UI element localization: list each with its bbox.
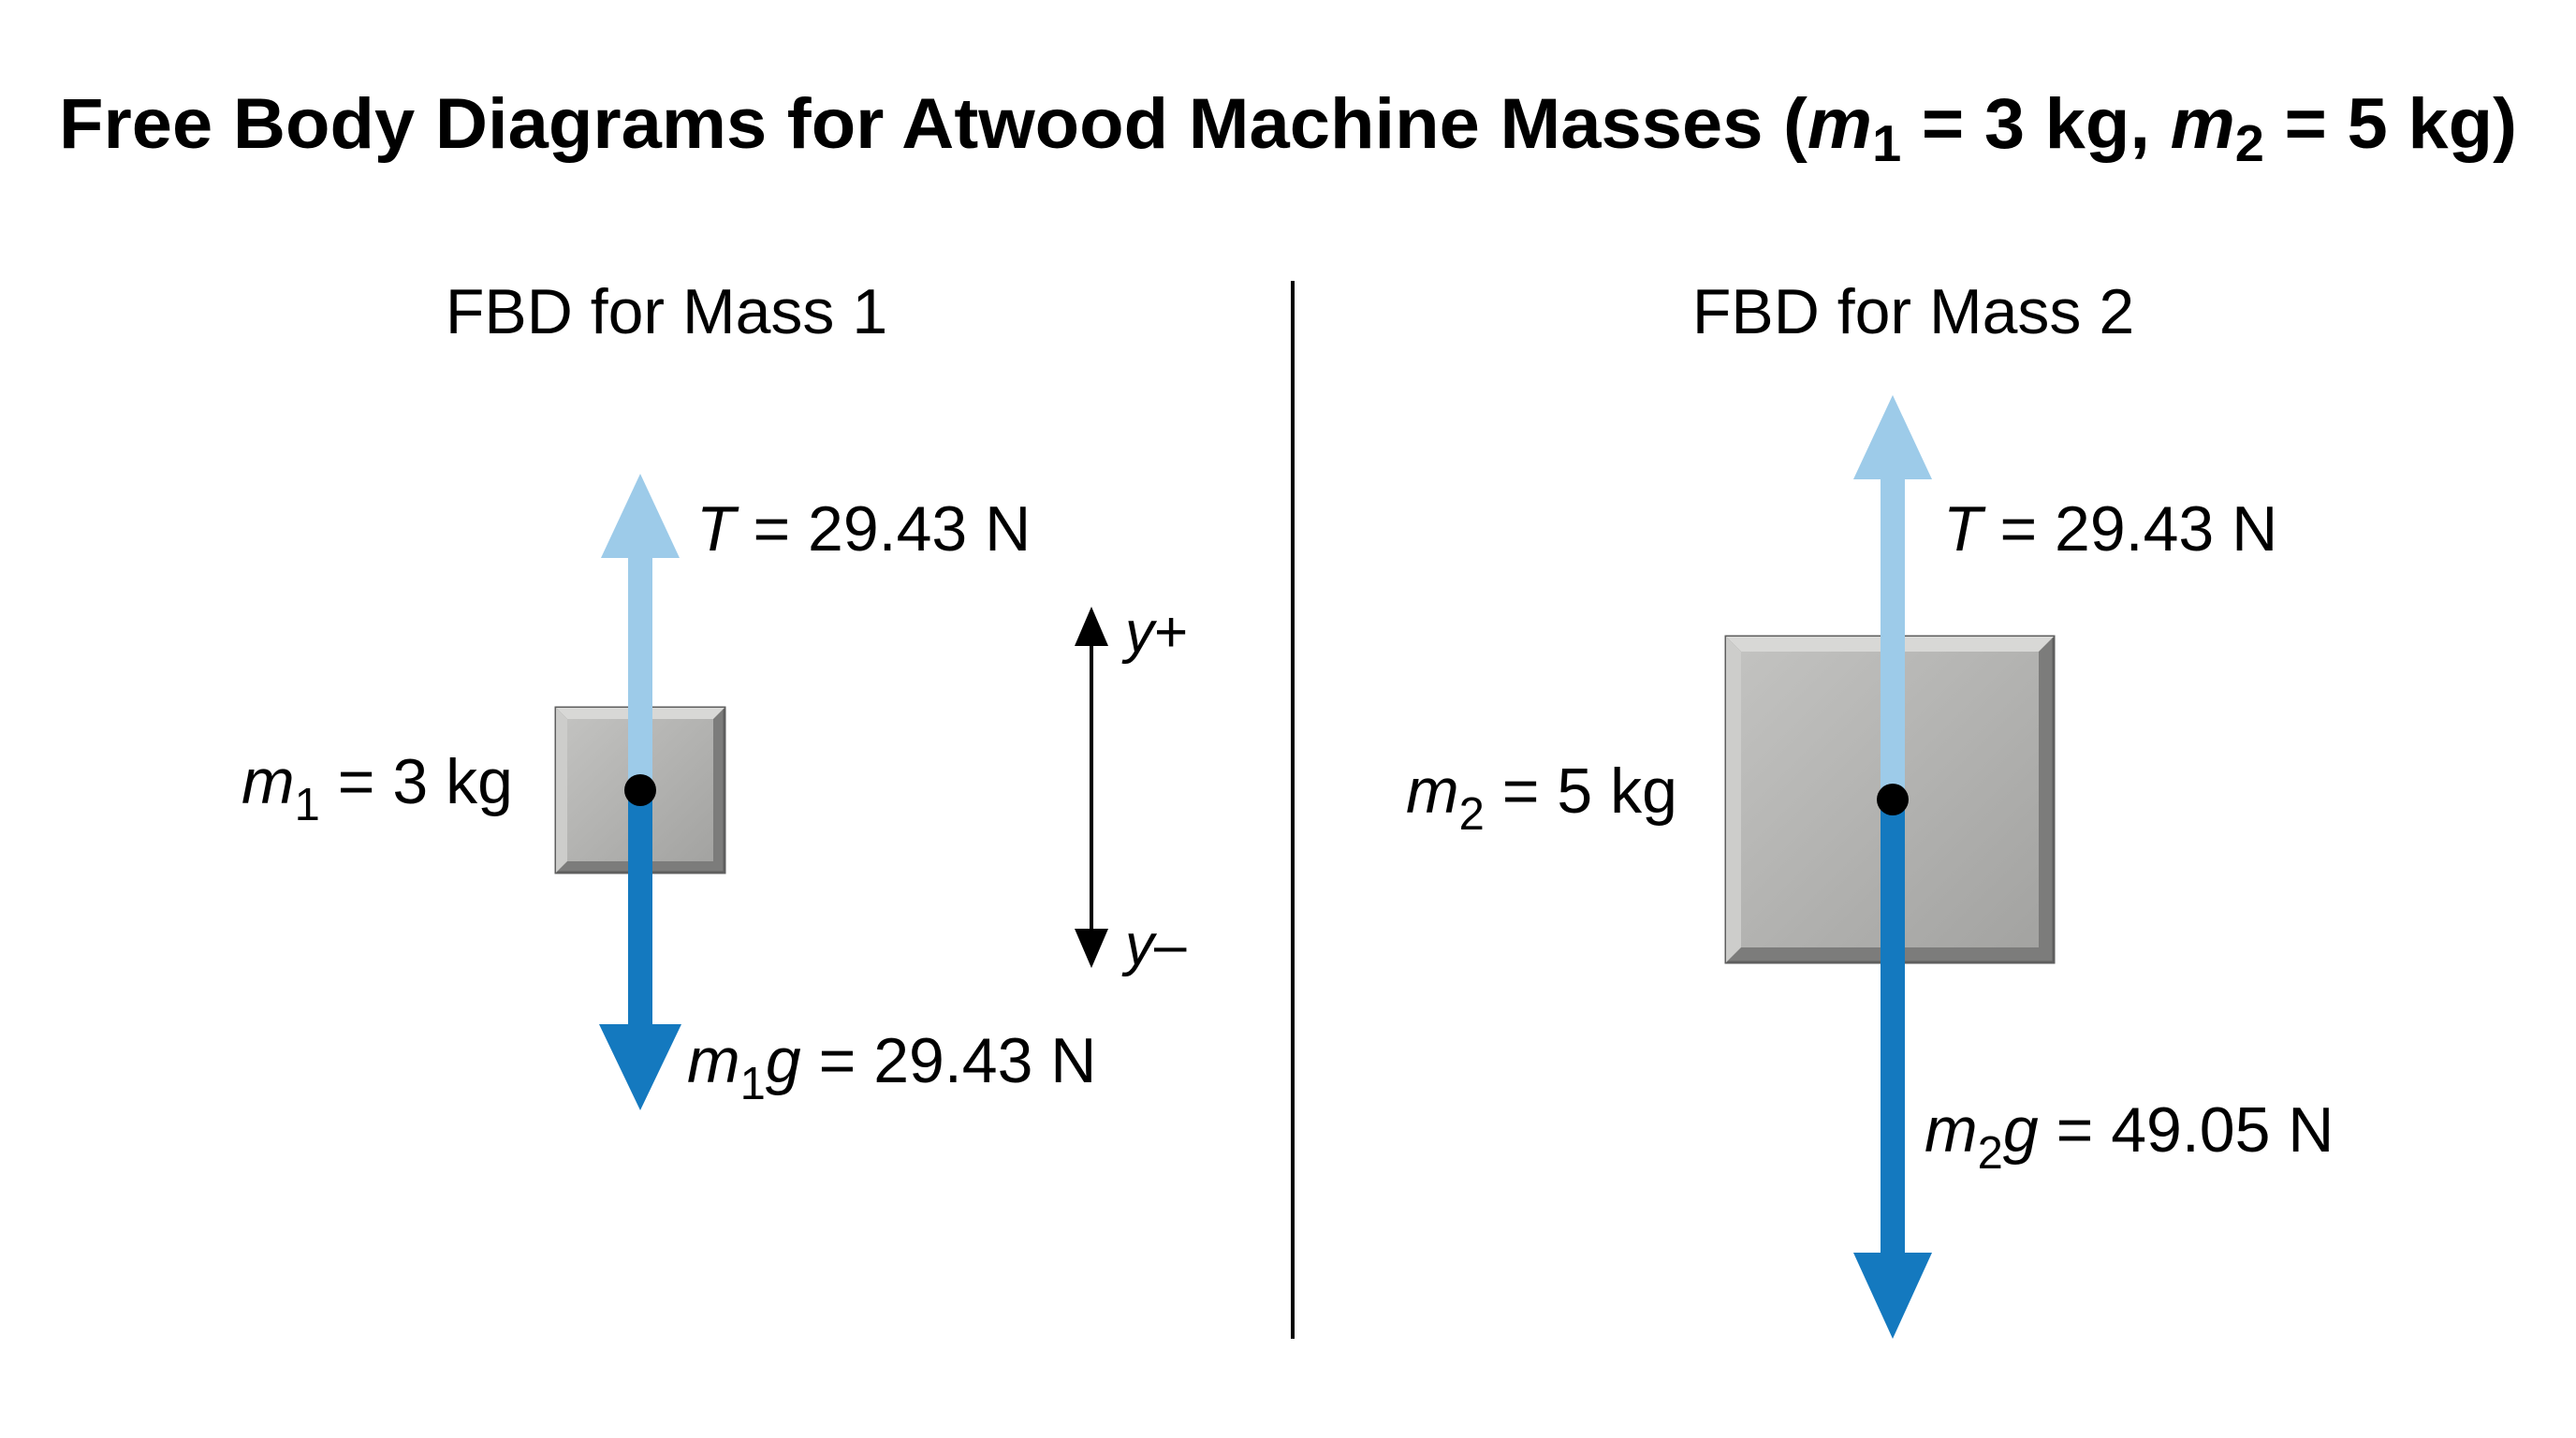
tension-arrow-2	[1853, 395, 1932, 800]
diagram-title: Free Body Diagrams for Atwood Machine Ma…	[59, 84, 2517, 172]
weight-arrow-1	[599, 788, 681, 1110]
center-of-mass-dot-2	[1877, 784, 1909, 815]
panel-mass-2: FBD for Mass 2 m2 = 5 kg T = 29.43 N	[1406, 276, 2334, 1339]
y-minus-label: y–	[1121, 913, 1187, 977]
weight-arrow-2	[1853, 800, 1932, 1339]
weight-1-label: m1g = 29.43 N	[687, 1025, 1096, 1109]
mass-1-label: m1 = 3 kg	[242, 746, 513, 830]
center-of-mass-dot-1	[624, 774, 656, 806]
y-plus-label: y+	[1121, 600, 1188, 665]
panel-mass-1: FBD for Mass 1 m1 = 3 kg T = 29.43 N	[242, 276, 1096, 1110]
weight-2-label: m2g = 49.05 N	[1925, 1094, 2334, 1179]
mass-2-label: m2 = 5 kg	[1406, 756, 1677, 840]
panel-2-heading: FBD for Mass 2	[1692, 276, 2134, 347]
tension-2-label: T = 29.43 N	[1943, 493, 2277, 565]
tension-1-label: T = 29.43 N	[696, 493, 1031, 565]
panel-1-heading: FBD for Mass 1	[446, 276, 887, 347]
tension-arrow-1	[601, 474, 680, 788]
y-axis-indicator: y+ y–	[1075, 600, 1188, 977]
